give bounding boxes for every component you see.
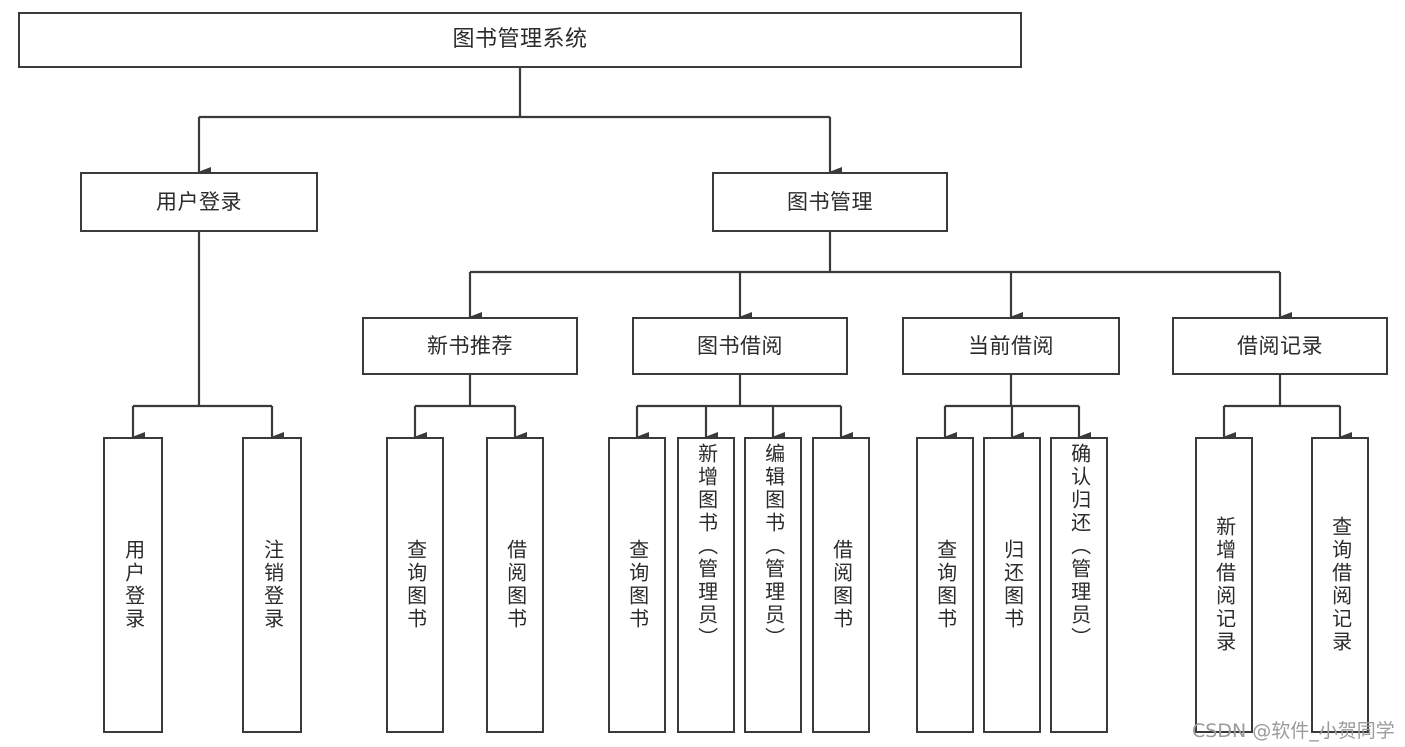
node-records[interactable]: 借阅记录 (1172, 317, 1388, 375)
node-label: 当前借阅 (968, 333, 1054, 358)
node-bookmgr[interactable]: 图书管理 (712, 172, 948, 232)
node-label: 查询图书 (403, 539, 428, 631)
node-leaf-cur-3[interactable]: 确认归还（管理员） (1050, 437, 1108, 733)
node-newbook[interactable]: 新书推荐 (362, 317, 578, 375)
node-root[interactable]: 图书管理系统 (18, 12, 1022, 68)
node-label: 用户登录 (121, 539, 146, 631)
node-leaf-rec-1[interactable]: 新增借阅记录 (1195, 437, 1253, 733)
node-label: 确认归还（管理员） (1067, 443, 1092, 650)
node-label: 新增借阅记录 (1212, 516, 1237, 654)
node-leaf-login-1[interactable]: 用户登录 (103, 437, 163, 733)
node-leaf-login-2[interactable]: 注销登录 (242, 437, 302, 733)
node-label: 查询图书 (933, 539, 958, 631)
node-label: 图书借阅 (697, 333, 783, 358)
node-leaf-cur-2[interactable]: 归还图书 (983, 437, 1041, 733)
node-label: 归还图书 (1000, 539, 1025, 631)
node-leaf-new-1[interactable]: 查询图书 (386, 437, 444, 733)
node-leaf-borrow-2[interactable]: 新增图书（管理员） (677, 437, 735, 733)
node-leaf-borrow-3[interactable]: 编辑图书（管理员） (744, 437, 802, 733)
node-leaf-new-2[interactable]: 借阅图书 (486, 437, 544, 733)
node-leaf-borrow-4[interactable]: 借阅图书 (812, 437, 870, 733)
node-label: 查询借阅记录 (1328, 516, 1353, 654)
node-label: 编辑图书（管理员） (761, 443, 786, 650)
node-label: 图书管理 (787, 189, 873, 214)
node-leaf-borrow-1[interactable]: 查询图书 (608, 437, 666, 733)
node-label: 新增图书（管理员） (694, 443, 719, 650)
node-label: 借阅图书 (829, 539, 854, 631)
node-leaf-rec-2[interactable]: 查询借阅记录 (1311, 437, 1369, 733)
node-label: 图书管理系统 (452, 27, 588, 53)
node-label: 查询图书 (625, 539, 650, 631)
node-login[interactable]: 用户登录 (80, 172, 318, 232)
node-label: 借阅记录 (1237, 333, 1323, 358)
node-borrow[interactable]: 图书借阅 (632, 317, 848, 375)
node-label: 借阅图书 (503, 539, 528, 631)
node-label: 注销登录 (260, 539, 285, 631)
node-leaf-cur-1[interactable]: 查询图书 (916, 437, 974, 733)
node-label: 新书推荐 (427, 333, 513, 358)
node-current[interactable]: 当前借阅 (902, 317, 1120, 375)
node-label: 用户登录 (156, 189, 242, 214)
